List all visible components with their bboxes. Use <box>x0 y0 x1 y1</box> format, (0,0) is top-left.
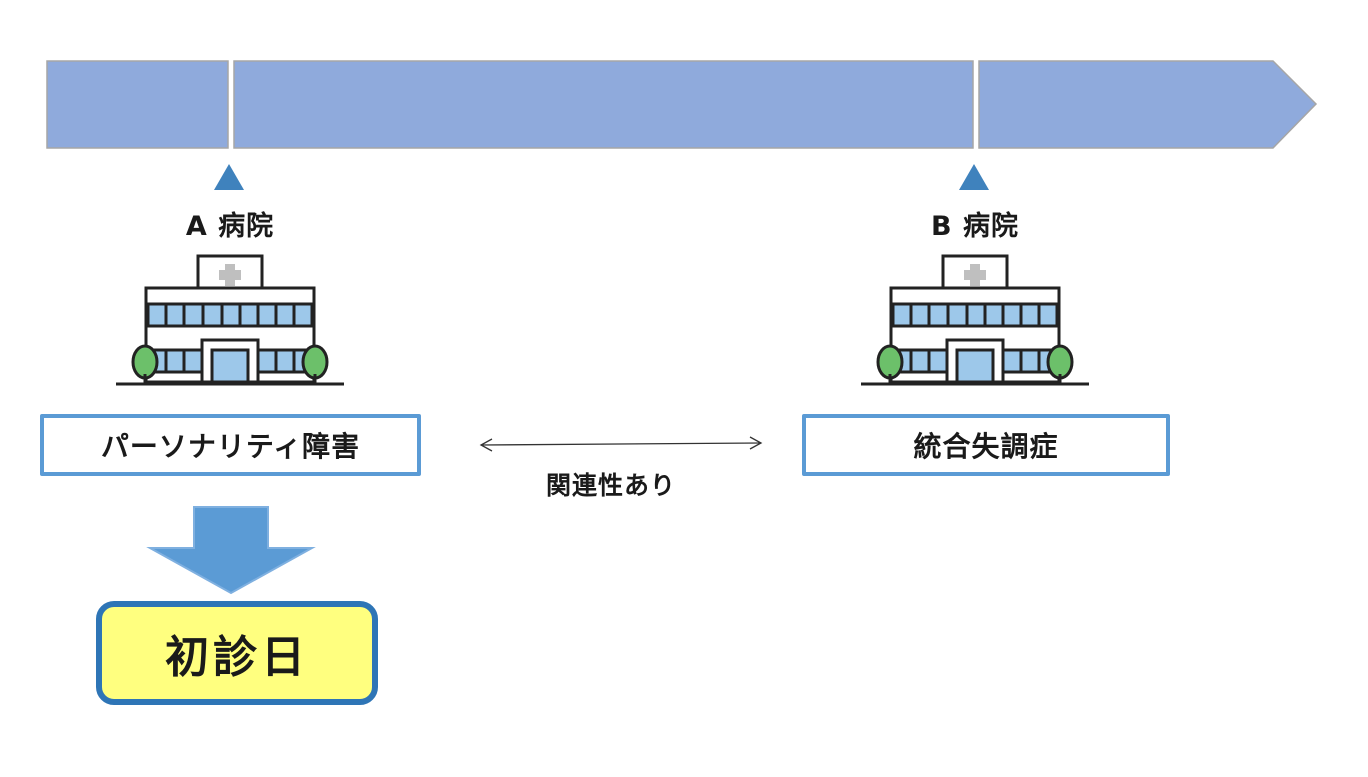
relation-label: 関連性あり <box>546 471 677 500</box>
hospital-a-label: A 病院 <box>185 211 275 242</box>
timeline-segment-1 <box>46 60 229 149</box>
marker-hospital-b <box>959 164 989 190</box>
double-headed-arrow-icon <box>479 436 763 452</box>
timeline-segment-2 <box>233 60 974 149</box>
marker-hospital-a <box>214 164 244 190</box>
diagnosis-box-b: 統合失調症 <box>802 414 1170 476</box>
down-arrow-icon <box>146 506 316 595</box>
hospital-b-label: B 病院 <box>931 211 1019 242</box>
first-visit-box: 初診日 <box>96 601 378 705</box>
hospital-building-icon <box>116 254 344 386</box>
diagnosis-box-a: パーソナリティ障害 <box>40 414 421 476</box>
timeline-segment-3 <box>978 60 1318 149</box>
timeline-arrow <box>46 60 1318 149</box>
hospital-building-icon <box>861 254 1089 386</box>
